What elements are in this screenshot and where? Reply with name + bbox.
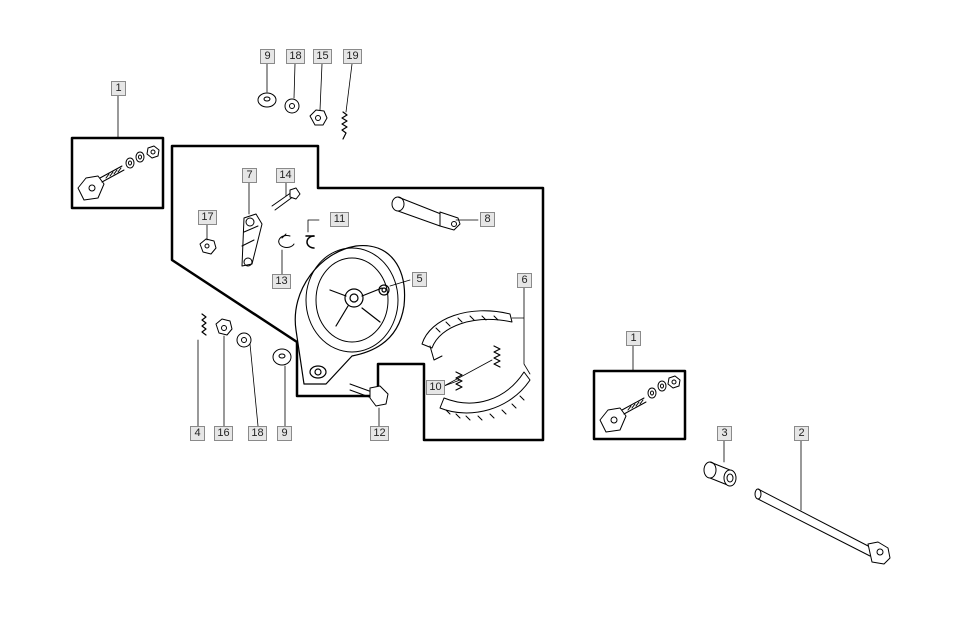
callout-18-washer-bottom[interactable]: 18 xyxy=(248,426,267,441)
pivot-pin-12 xyxy=(349,383,389,407)
nut-15 xyxy=(309,109,328,126)
callout-17-nut[interactable]: 17 xyxy=(198,210,217,225)
leader-lines xyxy=(117,63,802,511)
nut-16 xyxy=(215,318,233,336)
callout-13-clip[interactable]: 13 xyxy=(272,274,291,289)
adjuster-bolt-part-right xyxy=(599,375,681,433)
washer-18-bottom xyxy=(236,332,252,348)
washer-9-bottom xyxy=(272,348,292,366)
callout-10-spring[interactable]: 10 xyxy=(426,380,445,395)
axle-2 xyxy=(754,488,891,565)
clip-13 xyxy=(278,233,295,248)
callout-15-nut[interactable]: 15 xyxy=(313,49,332,64)
pin-4 xyxy=(201,313,207,336)
callout-8-cam[interactable]: 8 xyxy=(480,212,495,227)
brake-backing-plate-5 xyxy=(294,245,406,385)
callout-9-washer-bottom[interactable]: 9 xyxy=(277,426,292,441)
brake-shoes-6 xyxy=(421,310,531,421)
bush-3 xyxy=(703,461,737,487)
washer-9-top xyxy=(257,92,277,108)
callout-9-washer-top[interactable]: 9 xyxy=(260,49,275,64)
brake-cam-8 xyxy=(391,196,461,231)
bolt-14 xyxy=(271,187,301,211)
callout-6-brake-shoes[interactable]: 6 xyxy=(517,273,532,288)
pin-19 xyxy=(341,111,348,140)
callout-3-bush[interactable]: 3 xyxy=(717,426,732,441)
main-assembly-frame xyxy=(170,144,545,442)
callout-5-backing-plate[interactable]: 5 xyxy=(412,272,427,287)
kit-box-1-left xyxy=(70,136,165,210)
callout-7-lever[interactable]: 7 xyxy=(242,168,257,183)
washer-18-top xyxy=(284,98,300,114)
callout-12-pivot-pin[interactable]: 12 xyxy=(370,426,389,441)
spring-10 xyxy=(455,345,501,391)
callout-4-pin[interactable]: 4 xyxy=(190,426,205,441)
callout-19-pin[interactable]: 19 xyxy=(343,49,362,64)
callout-16-nut[interactable]: 16 xyxy=(214,426,233,441)
callout-1-kit-right[interactable]: 1 xyxy=(626,331,641,346)
callout-18-washer-top[interactable]: 18 xyxy=(286,49,305,64)
clip-11 xyxy=(305,235,315,249)
callout-11-clip[interactable]: 11 xyxy=(330,212,349,227)
kit-box-1-right xyxy=(592,369,687,441)
callout-2-axle[interactable]: 2 xyxy=(794,426,809,441)
adjuster-bolt-part xyxy=(77,145,160,201)
brake-lever-7 xyxy=(241,213,263,267)
callout-14-bolt[interactable]: 14 xyxy=(276,168,295,183)
nut-17 xyxy=(199,238,217,255)
callout-1-kit-left[interactable]: 1 xyxy=(111,81,126,96)
